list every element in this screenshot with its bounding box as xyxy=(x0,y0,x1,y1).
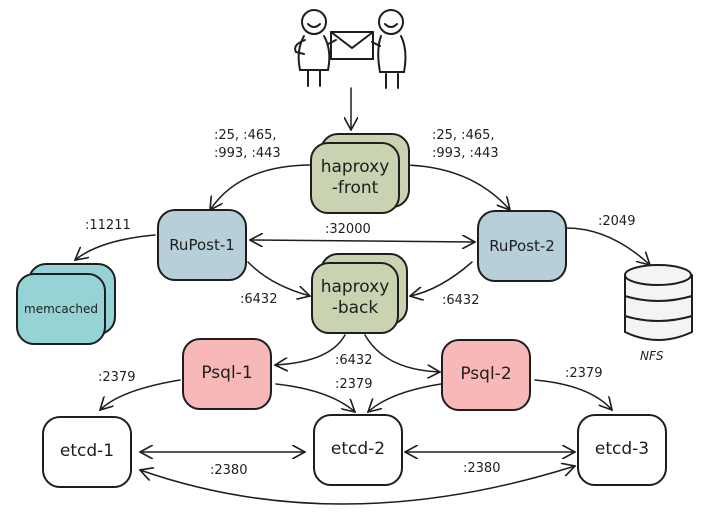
psql-port-label: :6432 xyxy=(335,353,373,368)
users-mail-icon xyxy=(294,9,407,89)
back-left-port-label: :6432 xyxy=(240,292,278,307)
rupost-2-label: RuPost-2 xyxy=(489,236,555,255)
node-etcd-3[interactable]: etcd-3 xyxy=(577,414,667,486)
nfs-database-icon xyxy=(624,264,693,341)
node-psql-1[interactable]: Psql-1 xyxy=(182,338,272,410)
node-memcached[interactable]: memcached xyxy=(16,273,106,345)
haproxy-back-line1: haproxy xyxy=(320,276,390,297)
haproxy-front-line2: -front xyxy=(331,178,379,198)
rupost-link-port-label: :32000 xyxy=(325,222,371,237)
node-etcd-1[interactable]: etcd-1 xyxy=(42,416,132,488)
memcached-label: memcached xyxy=(24,301,98,316)
etcd-1-client-port-label: :2379 xyxy=(98,370,136,385)
node-psql-2[interactable]: Psql-2 xyxy=(441,339,531,411)
front-left-ports-label: :25, :465, :993, :443 xyxy=(214,128,281,161)
rupost-1-label: RuPost-1 xyxy=(169,235,235,254)
etcd-2-label: etcd-2 xyxy=(330,439,386,460)
front-right-ports-label: :25, :465, :993, :443 xyxy=(432,128,499,161)
node-etcd-2[interactable]: etcd-2 xyxy=(313,414,403,486)
nfs-label: NFS xyxy=(640,349,664,363)
node-haproxy-front[interactable]: haproxy-front xyxy=(310,142,400,214)
haproxy-front-line1: haproxy xyxy=(320,156,390,177)
psql-1-label: Psql-1 xyxy=(201,363,253,384)
etcd-3-label: etcd-3 xyxy=(594,439,650,460)
psql-2-label: Psql-2 xyxy=(460,364,512,385)
node-rupost-2[interactable]: RuPost-2 xyxy=(477,210,567,282)
peer-port-right-label: :2380 xyxy=(463,461,501,476)
node-haproxy-back[interactable]: haproxy-back xyxy=(311,262,399,334)
peer-port-left-label: :2380 xyxy=(210,463,248,478)
memcached-port-label: :11211 xyxy=(85,218,131,233)
etcd-2-client-port-label: :2379 xyxy=(335,377,373,392)
nfs-port-label: :2049 xyxy=(598,214,636,229)
node-rupost-1[interactable]: RuPost-1 xyxy=(157,209,247,281)
haproxy-back-line2: -back xyxy=(331,298,379,318)
etcd-1-label: etcd-1 xyxy=(59,441,115,462)
back-right-port-label: :6432 xyxy=(442,293,480,308)
etcd-3-client-port-label: :2379 xyxy=(565,366,603,381)
